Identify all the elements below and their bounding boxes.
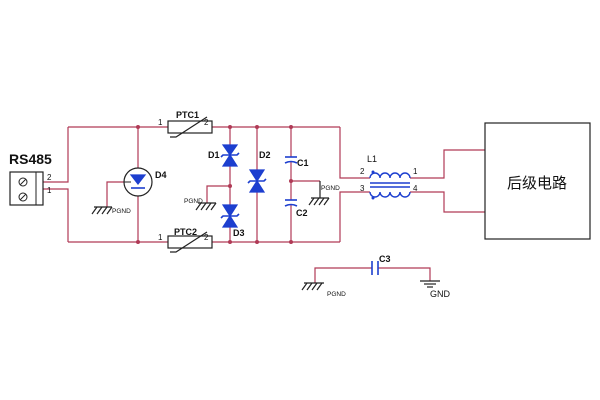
c2-label: C2 — [296, 208, 308, 218]
wire-l1-out-top — [410, 149, 485, 179]
pgnd-symbol-icon — [195, 202, 217, 211]
d4-label: D4 — [155, 170, 167, 180]
d3-triangle-icon — [221, 214, 239, 228]
junction — [289, 125, 293, 129]
d1-label: D1 — [208, 150, 220, 160]
ptc1-pin-2: 2 — [204, 118, 209, 127]
wire-l1-out-bottom — [410, 191, 485, 213]
wire-to-l1-top — [339, 127, 370, 179]
ptc1: PTC1 1 2 — [158, 110, 213, 138]
ptc2-body — [167, 235, 213, 249]
c1-plate-curved — [284, 160, 298, 164]
junction — [136, 240, 140, 244]
junction — [228, 240, 232, 244]
junction — [255, 125, 259, 129]
wire-c3-left — [314, 267, 372, 283]
l1-coil-top — [369, 172, 411, 179]
rear-circuit-block: 后级电路 — [484, 122, 591, 240]
c2-plate-curved — [284, 203, 298, 207]
ptc1-label: PTC1 — [176, 110, 199, 120]
wire-conn-bottom — [43, 188, 69, 242]
ground-icon — [420, 280, 440, 288]
d1-tvs-diode: D1 — [208, 144, 240, 167]
wire-to-l1-bottom — [339, 191, 370, 242]
c3-gnd-label: GND — [430, 289, 451, 299]
l1-dot-top — [371, 170, 375, 174]
screw-terminal-icon — [18, 177, 28, 187]
pgnd-symbol-icon — [301, 282, 324, 291]
c1-label: C1 — [297, 158, 309, 168]
d4-arrow-icon — [129, 174, 147, 185]
ptc2-thermistor-mark — [170, 231, 208, 253]
wire-d4-gnd — [106, 181, 124, 207]
wire-c3-right — [378, 267, 431, 281]
rs485-connector: RS485 2 1 — [9, 151, 52, 206]
d2-label: D2 — [259, 150, 271, 160]
connector-pin-1: 1 — [47, 186, 52, 195]
rear-circuit-label: 后级电路 — [507, 174, 567, 192]
junction — [136, 125, 140, 129]
wire-d-mid — [206, 185, 230, 203]
rear-circuit-box — [484, 122, 591, 240]
d3-gnd-label: PGND — [184, 198, 203, 205]
l1-pin-4: 4 — [413, 184, 418, 193]
d4-discharge-tube: D4 PGND — [91, 167, 167, 215]
l1-common-mode-choke: L1 2 1 3 4 — [360, 154, 418, 200]
d2-tvs-diode: D2 — [247, 150, 271, 193]
l1-pin-2: 2 — [360, 167, 365, 176]
d3-label: D3 — [233, 228, 245, 238]
ptc1-pin-1: 1 — [158, 118, 163, 127]
c1-capacitor: C1 — [284, 156, 309, 168]
junction — [289, 179, 293, 183]
d2-triangle-icon — [248, 169, 266, 183]
wire-conn-top — [43, 127, 69, 183]
ptc1-thermistor-mark — [170, 116, 208, 138]
ptc2-label: PTC2 — [174, 227, 197, 237]
c3-label: C3 — [379, 254, 391, 264]
junction — [289, 240, 293, 244]
l1-label: L1 — [367, 154, 377, 164]
d4-gnd-label: PGND — [112, 208, 131, 215]
d1-triangle-icon — [221, 153, 239, 167]
l1-pin-3: 3 — [360, 184, 365, 193]
l1-pin-1: 1 — [413, 167, 418, 176]
connector-body — [9, 171, 44, 206]
junction — [228, 184, 232, 188]
pgnd-symbol-icon — [308, 181, 330, 206]
c3-pgnd-label: PGND — [327, 291, 346, 298]
connector-pin-2: 2 — [47, 173, 52, 182]
ptc2-pin-1: 1 — [158, 233, 163, 242]
ptc2: PTC2 1 2 — [158, 227, 213, 253]
ptc1-body — [167, 120, 213, 134]
junction — [228, 125, 232, 129]
junction — [255, 240, 259, 244]
d3-tvs-diode: D3 PGND — [184, 198, 245, 238]
c3-capacitor: C3 PGND GND — [301, 254, 451, 299]
pgnd-symbol-icon — [91, 206, 113, 215]
connector-label: RS485 — [9, 151, 52, 167]
screw-terminal-icon — [18, 192, 28, 202]
l1-coil-bottom — [369, 191, 411, 198]
c2-gnd-label: PGND — [321, 185, 340, 192]
c2-capacitor: C2 PGND — [284, 181, 340, 218]
wires — [43, 126, 485, 283]
junctions — [136, 125, 293, 244]
ptc2-pin-2: 2 — [204, 233, 209, 242]
l1-dot-bottom — [371, 196, 375, 200]
